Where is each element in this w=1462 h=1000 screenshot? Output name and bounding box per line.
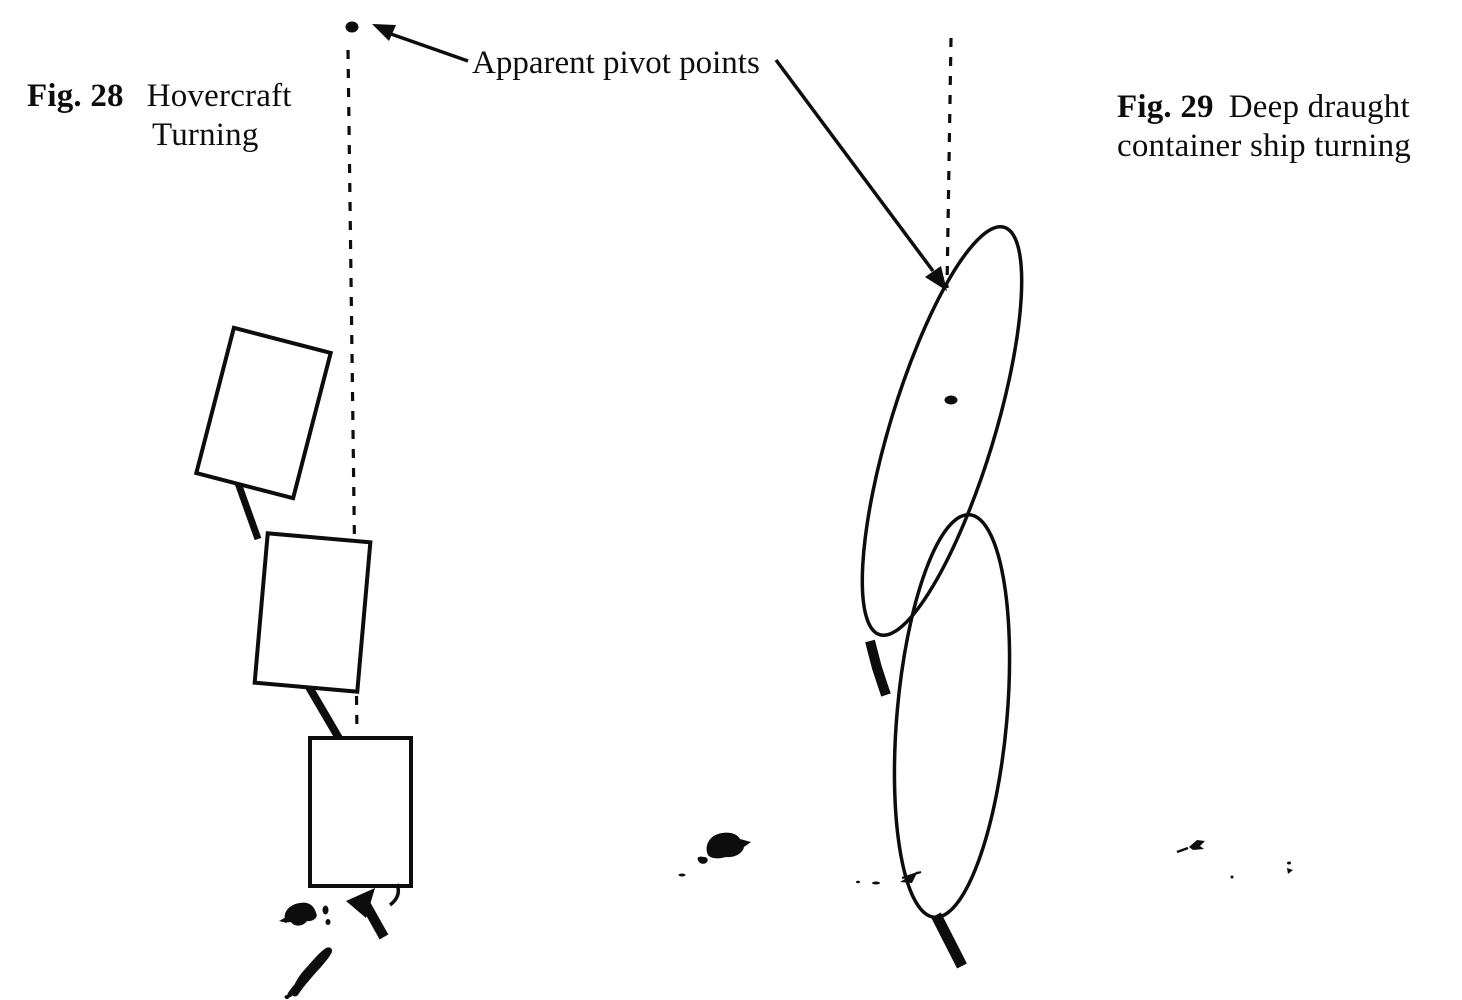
- ship-position-2: [860, 224, 1024, 638]
- hovercraft-position-3: [308, 736, 413, 888]
- ink-speck-2: [325, 919, 331, 925]
- ink-smudge-3: [706, 832, 751, 859]
- hovercraft-link-stroke-1: [234, 481, 262, 541]
- hovercraft-link-stroke-2: [305, 684, 344, 743]
- stray-ink-marks: [678, 832, 1293, 879]
- ink-speck-9: [1287, 861, 1291, 865]
- pivot-dot-right: [944, 395, 958, 405]
- fig29-caption: Fig. 29 Deep draught container ship turni…: [1117, 88, 1411, 166]
- pivot-arrow-right-head: [925, 266, 947, 291]
- ink-smudge-3-sub: [697, 856, 708, 864]
- pivot-arrow-right-shaft: [774, 58, 935, 273]
- pivot-dot-left: [345, 21, 359, 33]
- fig28-caption: Fig. 28 Hovercraft Turning: [27, 77, 292, 155]
- ink-speck-5: [856, 880, 860, 884]
- ink-speck-11: [1230, 875, 1234, 879]
- ink-smudge-1: [284, 902, 317, 926]
- pivot-arrow-left-shaft: [390, 32, 469, 63]
- pivot-annotation-arrows: [372, 24, 947, 291]
- fig29-ship-diagram: [856, 37, 1024, 969]
- rudder-stroke-upper: [865, 639, 891, 697]
- hovercraft-position-2: [252, 531, 373, 694]
- rudder-stroke-lower: [931, 912, 967, 969]
- fig29-label: Fig. 29: [1117, 89, 1214, 125]
- ink-speck-4: [872, 881, 880, 885]
- fig28-hovercraft-diagram: [193, 21, 413, 999]
- fig28-caption-line2: Turning: [152, 116, 292, 155]
- apparent-pivot-points-label: Apparent pivot points: [472, 45, 760, 81]
- ship-position-1: [892, 512, 1012, 920]
- fig29-caption-line2: container ship turning: [1117, 127, 1411, 166]
- fig28-title-line2: Turning: [152, 117, 259, 153]
- fig28-title-line1: Hovercraft: [146, 78, 292, 114]
- fig28-label: Fig. 28: [27, 78, 124, 114]
- fig28-caption-line1: Fig. 28 Hovercraft: [27, 77, 292, 116]
- ink-speck-1: [322, 905, 329, 915]
- ink-speck-10: [1287, 868, 1293, 874]
- hull-tick-stroke: [901, 871, 922, 879]
- ink-smudge-2-prong: [287, 977, 306, 998]
- fig29-title-line1: Deep draught: [1228, 89, 1410, 125]
- turning-track-dashed-right: [945, 37, 953, 289]
- fig29-caption-line1: Fig. 29 Deep draught: [1117, 88, 1411, 127]
- ink-speck-8: [1176, 846, 1189, 854]
- ink-speck-6: [678, 873, 686, 877]
- ink-speck-3: [284, 995, 290, 999]
- ink-smudge-2: [291, 947, 333, 997]
- ink-speck-7: [1189, 840, 1205, 850]
- thrust-arrow-shaft: [361, 902, 389, 940]
- wake-hook-stroke: [388, 883, 401, 907]
- pivot-arrow-left-head: [372, 24, 396, 41]
- hovercraft-position-1: [193, 325, 334, 501]
- fig29-title-line2: container ship turning: [1117, 128, 1412, 164]
- ink-smudge-1-tail: [279, 916, 288, 923]
